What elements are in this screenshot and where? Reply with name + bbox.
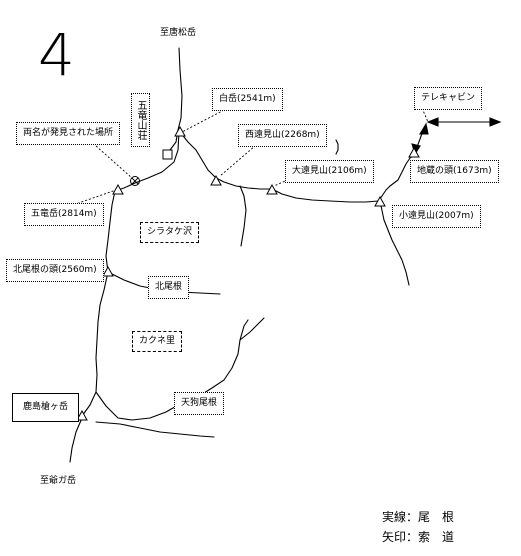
summit-kitaone-head-icon	[102, 265, 114, 277]
summit-jizo-icon	[408, 146, 420, 158]
ridge-south-tsumeta	[69, 417, 83, 463]
summit-kotoomi-icon	[374, 195, 386, 207]
legend-arrow: 矢印：索 道	[382, 530, 455, 544]
telecabin-arrowhead-right	[489, 117, 502, 127]
label-daitoomi: 大遠見山(2106m)	[285, 160, 374, 183]
label-shirodake: 白岳(2541m)	[212, 88, 283, 111]
label-to-karamatsu: 至唐松岳	[160, 28, 197, 38]
label-jizo-no-kashira: 地蔵の頭(1673m)	[410, 160, 499, 183]
figure-number: 4	[38, 21, 75, 89]
ridge-east-main	[179, 131, 415, 203]
label-nishi-toomi: 西遠見山(2268m)	[238, 124, 327, 147]
ridge-bottom-east	[95, 421, 215, 438]
label-kashimayarigatake: 鹿島槍ヶ岳	[12, 393, 80, 422]
accident-site-icon	[130, 176, 140, 186]
leader-shirodake	[181, 109, 225, 133]
leader-accident	[95, 145, 133, 179]
label-telecabin: テレキャビン	[414, 87, 483, 110]
label-kakunezato: カクネ里	[132, 331, 183, 352]
label-goryudake: 五竜岳(2814m)	[24, 203, 104, 226]
leader-daitoomi	[273, 177, 293, 187]
label-kitaone-no-kashira: 北尾根の頭(2560m)	[6, 259, 104, 282]
hut-icon	[162, 149, 173, 160]
label-tengu-one: 天狗尾根	[174, 392, 225, 415]
ridge-karamatsu	[165, 47, 183, 156]
label-goryu-sanso: 五竜山荘	[131, 93, 150, 147]
label-kotoomi: 小遠見山(2007m)	[392, 205, 481, 228]
ridge-nishi-toomi-branch	[239, 185, 247, 247]
label-shiratake-sawa: シラタケ沢	[140, 222, 200, 243]
telecabin-arrowhead-left	[426, 117, 439, 127]
ridge-kotoomi-branch	[379, 200, 410, 286]
ridge-main-south	[81, 190, 116, 417]
summit-daitoomi-icon	[266, 183, 278, 195]
ridge-kakune-spur	[239, 317, 265, 341]
ridge-shirodake-goryu	[114, 131, 180, 192]
summit-nishi-toomi-icon	[210, 174, 222, 186]
label-to-tsumetagatake: 至爺ガ岳	[40, 476, 77, 486]
leader-telecabin	[421, 107, 429, 123]
label-accident-site: 両名が発見された場所	[16, 122, 121, 145]
label-kitaone: 北尾根	[148, 276, 190, 299]
summit-shirodake-icon	[174, 125, 186, 137]
label-bracket	[335, 139, 339, 155]
ropeway-arrowhead-up	[419, 122, 429, 135]
legend-solid-line: 実線：尾 根	[382, 510, 455, 524]
summit-goryudake-icon	[112, 183, 124, 195]
summit-kashimayari-icon	[76, 409, 88, 421]
